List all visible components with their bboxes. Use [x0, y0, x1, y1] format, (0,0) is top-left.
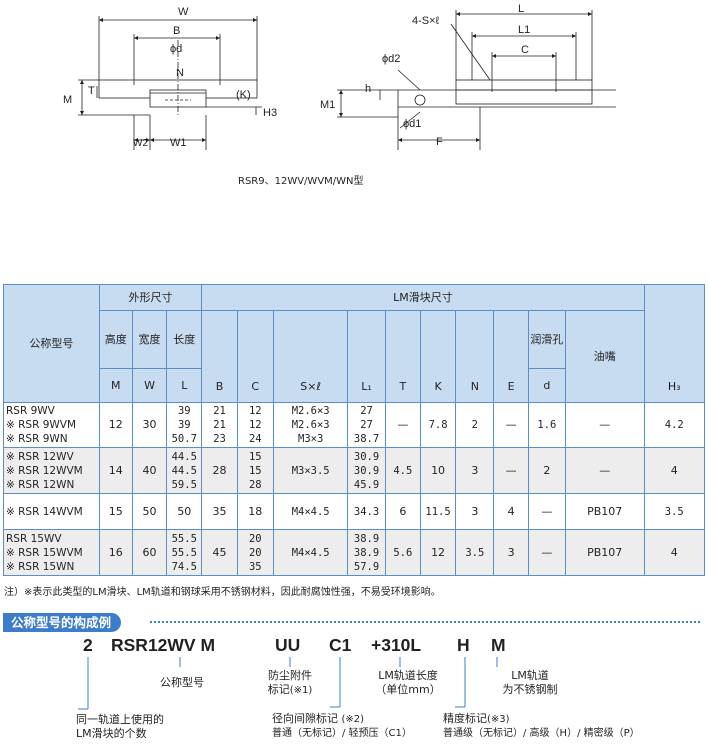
code-clearance: C1: [329, 635, 352, 655]
dim-T: T: [88, 85, 95, 97]
header-nipple: 油嘴: [564, 310, 645, 403]
code-model: RSR12WV M: [111, 635, 216, 655]
dim-W: W: [178, 6, 189, 18]
header-M: M: [98, 368, 133, 403]
table-row: ※ RSR 12WV※ RSR 12WVM※ RSR 12WN 14 40 44…: [3, 447, 705, 494]
dim-L: L: [518, 3, 524, 15]
dim-S: 4-S×ℓ: [412, 15, 440, 27]
dim-K: (K): [236, 89, 251, 101]
spec-table: 公称型号 外形尺寸 LM滑块尺寸 H₃ 高度 宽度 长度 B C S×ℓ L₁ …: [3, 284, 705, 576]
dim-H3: H3: [263, 107, 277, 119]
label-length: LM轨道长度: [378, 669, 438, 682]
dim-M: M: [63, 94, 72, 106]
dim-F: F: [436, 136, 443, 148]
dim-C: C: [521, 44, 529, 56]
header-W: W: [131, 368, 168, 403]
dim-L1: L1: [518, 24, 530, 36]
footnote-ref-1: (※1): [289, 685, 313, 696]
header-E: E: [493, 310, 529, 403]
header-d: d: [527, 368, 566, 403]
label-material: LM轨道: [511, 669, 549, 682]
header-lube-hole: 润滑孔: [527, 310, 566, 369]
front-view-drawing: [78, 16, 262, 150]
dim-M1: M1: [320, 99, 335, 111]
dim-d1: ϕd1: [403, 118, 421, 130]
label-clearance: 径向间隙标记: [272, 712, 338, 725]
dim-d2: ϕd2: [382, 53, 400, 65]
dim-B: B: [173, 25, 180, 37]
code-seal: UU: [275, 635, 301, 655]
code-accuracy: H: [457, 635, 470, 655]
label-accuracy-desc: 普通级（无标记）/ 高级（H）/ 精密级（P）: [443, 728, 640, 739]
label-accuracy: 精度标记: [443, 712, 487, 725]
dim-W2: W2: [133, 138, 148, 149]
dim-h: h: [365, 83, 371, 95]
header-outer-dims: 外形尺寸: [98, 284, 203, 311]
footnote: 注）※表示此类型的LM滑块、LM轨道和钢球采用不锈钢材料，因此耐腐蚀性强，不易受…: [4, 587, 441, 598]
header-height: 高度: [98, 310, 133, 369]
code-material: M: [491, 635, 506, 655]
header-H3: H₃: [643, 284, 705, 403]
label-material-desc: 为不锈钢制: [502, 683, 558, 696]
label-qty: 同一轨道上使用的: [76, 713, 164, 726]
header-T: T: [384, 310, 421, 403]
code-length: +310L: [371, 635, 422, 655]
label-length-unit: （单位mm）: [375, 683, 441, 696]
footnote-ref-3: (※3): [487, 714, 510, 725]
figure-caption: RSR9、12WV/WVM/WN型: [238, 176, 364, 187]
footnote-ref-2: (※2): [341, 714, 365, 725]
header-N: N: [455, 310, 495, 403]
side-view-drawing: [337, 10, 616, 150]
table-row: RSR 15WV※ RSR 15WVM※ RSR 15WN 16 60 55.5…: [3, 529, 705, 576]
table-row: ※ RSR 14WVM 15 50 50 35 18 M4×4.5 34.3 6…: [3, 493, 705, 530]
header-C: C: [236, 310, 274, 403]
code-qty: 2: [83, 635, 93, 655]
label-clearance-desc: 普通（无标记）/ 轻预压（C1）: [272, 728, 412, 739]
header-K: K: [419, 310, 457, 403]
dim-N: N: [176, 67, 184, 79]
header-L: L: [166, 368, 203, 403]
header-L1: L₁: [347, 310, 386, 403]
section-banner: 公称型号的构成例: [3, 613, 122, 632]
label-model: 公称型号: [160, 676, 204, 689]
banner-dotted-rule: [150, 621, 700, 623]
header-S: S×ℓ: [272, 310, 349, 403]
header-model: 公称型号: [3, 284, 100, 403]
label-qty-desc: LM滑块的个数: [76, 727, 147, 740]
header-block-dims: LM滑块尺寸: [201, 284, 645, 311]
header-B: B: [201, 310, 238, 403]
dim-W1: W1: [170, 137, 187, 149]
header-width: 宽度: [131, 310, 168, 369]
code-leader-lines: [78, 657, 498, 710]
dimension-drawings: W B ϕd N M T (K) H3 W2 W1 4-S×ℓ L L1 C ϕ…: [63, 3, 616, 150]
header-length: 长度: [166, 310, 203, 369]
label-seal: 防尘附件: [268, 669, 312, 682]
dim-d: ϕd: [170, 43, 182, 55]
